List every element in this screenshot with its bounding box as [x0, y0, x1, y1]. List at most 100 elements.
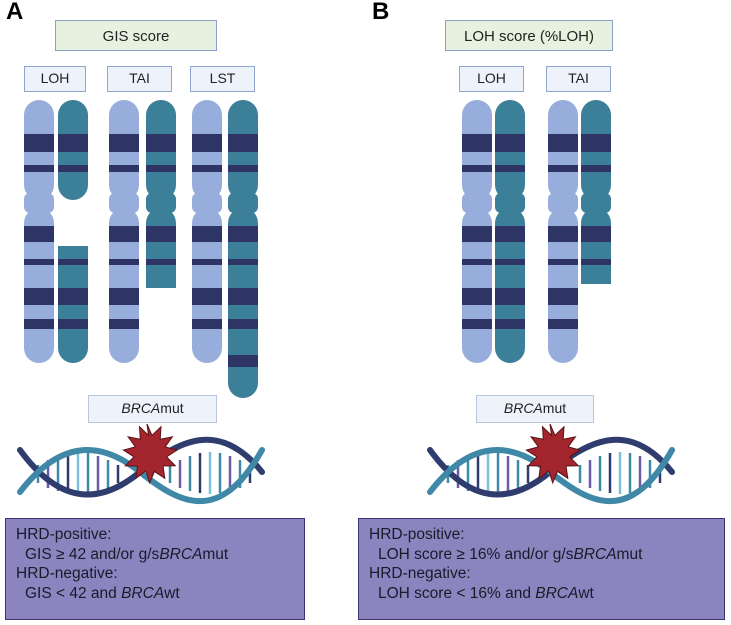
band — [24, 226, 54, 242]
centromere — [228, 193, 258, 213]
hrd-negative-criteria: LOH score < 16% and BRCAwt — [369, 584, 724, 604]
band — [581, 259, 611, 265]
centromere — [146, 193, 176, 213]
brca-mutation-label: BRCAmut — [476, 395, 594, 423]
hrd-positive-criteria: GIS ≥ 42 and/or g/sBRCAmut — [16, 545, 304, 565]
band — [228, 226, 258, 242]
band — [109, 165, 139, 172]
mutation-star-icon — [122, 423, 179, 485]
band — [228, 165, 258, 172]
dna-helix — [427, 423, 675, 505]
band — [495, 226, 525, 242]
band — [581, 226, 611, 242]
band — [109, 226, 139, 242]
band — [58, 259, 88, 265]
panel-letter: A — [6, 0, 24, 25]
criteria-text: GIS ≥ 42 and/or g/s — [25, 545, 160, 563]
loh-label: LOH — [24, 66, 86, 92]
band — [109, 319, 139, 329]
centromere — [462, 193, 492, 213]
gis-score-box: GIS score — [55, 20, 217, 51]
chromosome-diagram — [24, 100, 258, 398]
loh-chromosome-light — [462, 100, 492, 363]
band — [192, 134, 222, 152]
brca-gene-name: BRCA — [121, 400, 161, 416]
band — [462, 134, 492, 152]
band — [146, 259, 176, 265]
criteria-gene: BRCA — [573, 545, 617, 563]
lst-chromosome-light — [192, 100, 222, 363]
band — [495, 288, 525, 305]
band — [548, 319, 578, 329]
band — [548, 288, 578, 305]
tai-chromosome-dark — [146, 100, 176, 288]
band — [581, 134, 611, 152]
hrd-negative-criteria: GIS < 42 and BRCAwt — [16, 584, 304, 604]
panel-letter: B — [372, 0, 390, 25]
band — [109, 134, 139, 152]
lst-label: LST — [190, 66, 255, 92]
band — [581, 165, 611, 172]
band — [548, 165, 578, 172]
band — [192, 319, 222, 329]
band — [192, 226, 222, 242]
band — [24, 259, 54, 265]
band — [462, 226, 492, 242]
band — [24, 288, 54, 305]
loh-score-box: LOH score (%LOH) — [445, 20, 613, 51]
band — [495, 134, 525, 152]
band — [495, 319, 525, 329]
centromere — [548, 193, 578, 213]
criteria-status: mut — [616, 545, 643, 563]
brca-status: mut — [542, 400, 567, 416]
criteria-status: mut — [202, 545, 229, 563]
band — [146, 226, 176, 242]
criteria-gene: BRCA — [535, 584, 579, 602]
band — [192, 288, 222, 305]
band — [58, 319, 88, 329]
band — [228, 319, 258, 329]
band — [548, 259, 578, 265]
band — [462, 288, 492, 305]
band — [24, 134, 54, 152]
band — [228, 288, 258, 305]
tai-chromosome-dark — [581, 100, 611, 284]
band — [146, 165, 176, 172]
band — [192, 165, 222, 172]
hrd-negative-heading: HRD-negative: — [16, 565, 118, 582]
band — [462, 259, 492, 265]
loh-chromosome-light — [24, 100, 54, 363]
lst-chromosome-dark — [228, 100, 258, 398]
band — [58, 288, 88, 305]
panel-b: B LOH score (%LOH) LOH TAI — [358, 0, 725, 625]
band — [58, 165, 88, 172]
centromere — [495, 193, 525, 213]
band — [548, 226, 578, 242]
band — [24, 165, 54, 172]
criteria-text: LOH score ≥ 16% and/or g/s — [378, 545, 574, 563]
band — [192, 259, 222, 265]
centromere — [109, 193, 139, 213]
band — [109, 288, 139, 305]
dna-helix — [17, 423, 265, 505]
mutation-star-icon — [525, 423, 582, 485]
band — [146, 134, 176, 152]
hrd-positive-heading: HRD-positive: — [369, 526, 465, 543]
band — [462, 165, 492, 172]
centromere — [581, 193, 611, 213]
hrd-criteria-box: HRD-positive: LOH score ≥ 16% and/or g/s… — [358, 518, 725, 620]
criteria-gene: BRCA — [121, 584, 165, 602]
tai-label: TAI — [546, 66, 611, 92]
centromere — [24, 193, 54, 213]
criteria-text: GIS < 42 and — [25, 584, 122, 602]
tai-chromosome-light — [548, 100, 578, 363]
band — [228, 134, 258, 152]
band — [58, 134, 88, 152]
centromere — [192, 193, 222, 213]
brca-status: mut — [160, 400, 184, 416]
tai-label: TAI — [107, 66, 172, 92]
band — [228, 259, 258, 265]
hrd-positive-heading: HRD-positive: — [16, 526, 112, 543]
hrd-criteria-box: HRD-positive: GIS ≥ 42 and/or g/sBRCAmut… — [5, 518, 305, 620]
hrd-negative-heading: HRD-negative: — [369, 565, 471, 582]
